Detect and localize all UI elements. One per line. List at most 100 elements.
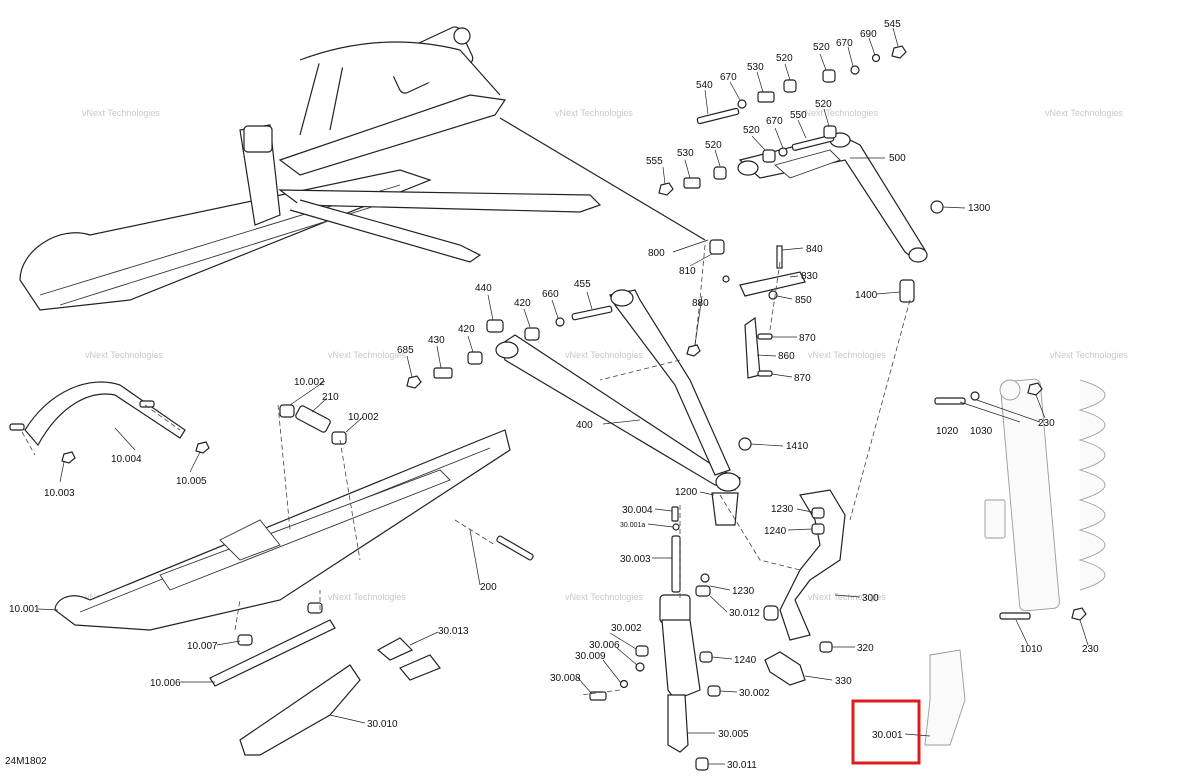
bushing-1240b xyxy=(699,651,713,663)
callout-label: 210 xyxy=(322,392,339,403)
callout-label: 430 xyxy=(428,335,445,346)
nut-10-005 xyxy=(195,441,210,454)
callout-label: 420 xyxy=(458,324,475,335)
clip-1300 xyxy=(930,200,944,214)
washer-1030 xyxy=(970,391,980,401)
callout-label: 1410 xyxy=(786,441,809,452)
callout-label: 530 xyxy=(677,148,694,159)
bolt-870 xyxy=(757,370,773,377)
callout-label: 1240 xyxy=(764,526,787,537)
callout-label: 10.001 xyxy=(9,604,40,615)
callout-label: 1020 xyxy=(936,426,959,437)
callout-label: 30.011 xyxy=(727,760,757,771)
ski-leg-300 xyxy=(779,489,846,641)
callout-label: 1230 xyxy=(732,586,755,597)
callout-label: 420 xyxy=(514,298,531,309)
nut-10-003 xyxy=(61,451,76,464)
washer-30-006 xyxy=(635,662,645,672)
ski-handle-group xyxy=(9,381,347,464)
callout-label: 30.009 xyxy=(575,651,606,662)
clip-1410 xyxy=(738,437,752,451)
watermark: vNext Technologies xyxy=(1045,108,1123,118)
bolt-1020 xyxy=(934,397,966,405)
watermark: vNext Technologies xyxy=(808,592,886,602)
watermark: vNext Technologies xyxy=(1050,350,1128,360)
bushing-530 xyxy=(683,177,701,189)
cap-520 xyxy=(713,166,727,180)
callout-label: 670 xyxy=(720,72,737,83)
ball-joint-1200 xyxy=(711,492,739,526)
callout-label: 455 xyxy=(574,279,591,290)
diagram-id: 24M1802 xyxy=(5,756,47,767)
bolt-540 xyxy=(696,107,740,125)
watermark: vNext Technologies xyxy=(800,108,878,118)
callout-label: 520 xyxy=(813,42,830,53)
nut-230 xyxy=(1027,382,1043,396)
shock-group xyxy=(924,378,1106,746)
nut-880 xyxy=(686,344,701,357)
callout-label: 300 xyxy=(862,593,879,604)
callout-label: 200 xyxy=(480,582,497,593)
callout-label: 1200 xyxy=(675,487,698,498)
stop-330 xyxy=(764,651,806,686)
guard-30-010 xyxy=(239,664,361,756)
bolt-30-003 xyxy=(671,535,681,593)
callout-label: 870 xyxy=(794,373,811,384)
watermark: vNext Technologies xyxy=(565,350,643,360)
bushing-30-012 xyxy=(763,605,779,621)
callout-label: 550 xyxy=(790,110,807,121)
callout-label: 685 xyxy=(397,345,414,356)
callout-label: 1010 xyxy=(1020,644,1043,655)
nut-850 xyxy=(768,290,778,300)
callout-label: 230 xyxy=(1038,418,1055,429)
watermark: vNext Technologies xyxy=(555,108,633,118)
bushing-530 xyxy=(757,91,775,103)
sway-link-group xyxy=(686,245,806,379)
lower-a-arm-assembled xyxy=(278,189,602,213)
shock-absorber xyxy=(1000,378,1060,612)
callout-label: 850 xyxy=(795,295,812,306)
part-labels: 545 690 670 520 520 530 670 540 520 670 … xyxy=(5,19,1099,771)
cap-520 xyxy=(762,149,776,163)
callout-label: 810 xyxy=(679,266,696,277)
cap-10-002 xyxy=(279,404,295,418)
bushing-810 xyxy=(709,239,725,255)
callout-label: 540 xyxy=(696,80,713,91)
callout-label: 10.003 xyxy=(44,488,75,499)
coil-spring xyxy=(1078,379,1106,591)
bushing-10-007 xyxy=(307,602,323,614)
callout-label: 320 xyxy=(857,643,874,654)
link-860 xyxy=(744,316,761,379)
callout-label: 690 xyxy=(860,29,877,40)
bolt-840 xyxy=(776,245,783,269)
nut-685 xyxy=(406,375,422,389)
callout-label: 330 xyxy=(835,676,852,687)
screw-30-004 xyxy=(671,506,679,522)
callout-label: 440 xyxy=(475,283,492,294)
ski-group xyxy=(54,429,534,756)
cap-520 xyxy=(822,69,836,83)
callout-label: 30.005 xyxy=(718,729,749,740)
leader-lines xyxy=(37,27,1089,765)
callout-label: 545 xyxy=(884,19,901,30)
bushing-1240 xyxy=(811,523,825,535)
callout-label: 1030 xyxy=(970,426,993,437)
callout-label: 30.004 xyxy=(622,505,653,516)
callout-label: 520 xyxy=(776,53,793,64)
callout-label: 30.002 xyxy=(739,688,770,699)
callout-label: 30.008 xyxy=(550,673,581,684)
cap-520 xyxy=(823,125,837,139)
bolt-200 xyxy=(496,535,534,561)
callout-label: 830 xyxy=(801,271,818,282)
bushing-10-007 xyxy=(237,634,253,646)
nut-230 xyxy=(1071,607,1087,621)
bushing-210 xyxy=(295,405,331,433)
callout-label: 800 xyxy=(648,248,665,259)
nut-555 xyxy=(658,182,674,196)
assembly-lines xyxy=(21,244,911,696)
callout-label: 1230 xyxy=(771,504,794,515)
handle-10-004 xyxy=(24,381,186,447)
cap-10-002 xyxy=(331,431,347,445)
watermark: vNext Technologies xyxy=(82,108,160,118)
